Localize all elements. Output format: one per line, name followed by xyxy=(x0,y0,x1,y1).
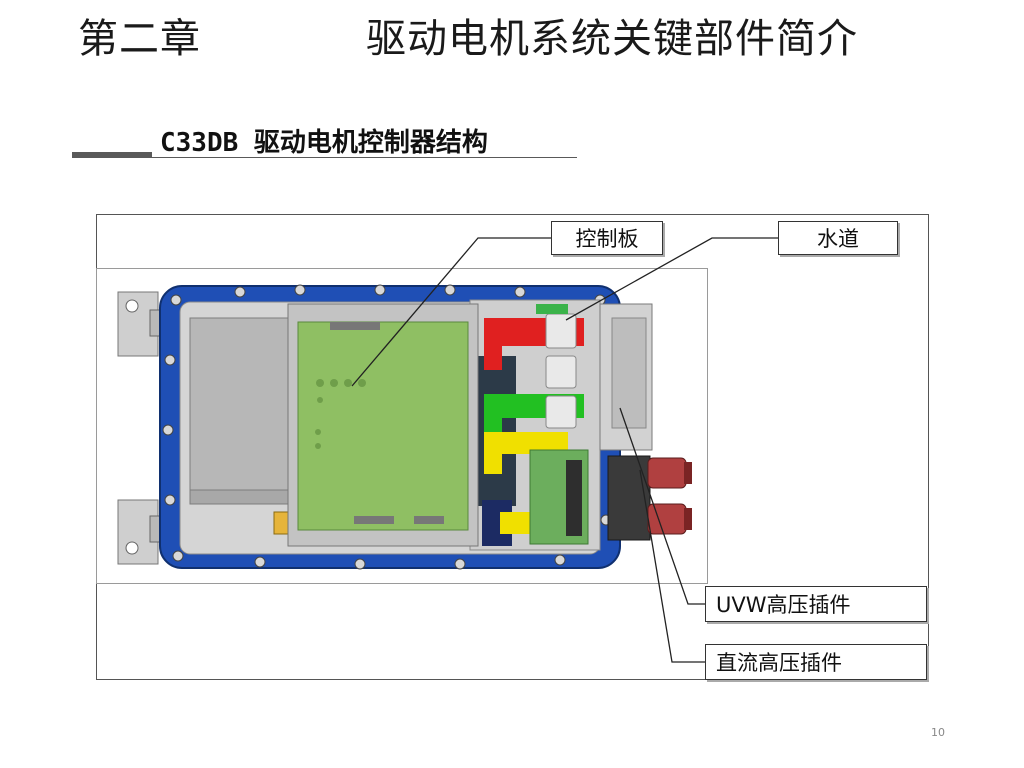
subtitle-rule-thick xyxy=(72,152,152,158)
callout-dc-connector: 直流高压插件 xyxy=(705,644,927,680)
slide-title: 第二章 驱动电机系统关键部件简介 xyxy=(78,18,958,60)
leader-dc xyxy=(639,469,705,663)
callout-control-board: 控制板 xyxy=(551,221,663,255)
capacitor-block xyxy=(189,317,291,505)
control-board xyxy=(297,321,469,531)
subtitle-rule-thin xyxy=(152,157,577,158)
mounting-bracket-bottom xyxy=(117,499,173,565)
title-topic: 驱动电机系统关键部件简介 xyxy=(366,16,858,62)
leader-control-board xyxy=(351,237,551,387)
leader-uvw xyxy=(619,407,705,605)
callout-uvw-connector: UVW高压插件 xyxy=(705,586,927,622)
connector-housing-dark xyxy=(607,455,651,541)
control-board-vias xyxy=(315,379,366,449)
callout-water-channel: 水道 xyxy=(778,221,898,255)
page-number: 10 xyxy=(931,726,945,739)
title-chapter: 第二章 xyxy=(78,16,201,62)
slide-subtitle: C33DB 驱动电机控制器结构 xyxy=(160,128,488,158)
terminal-blocks xyxy=(545,313,577,429)
leader-lines xyxy=(351,237,778,663)
leader-water-channel xyxy=(565,237,778,321)
hv-connector-plugs xyxy=(647,457,692,535)
figure-inner-frame xyxy=(96,268,708,584)
busbar-yellow xyxy=(484,432,568,454)
